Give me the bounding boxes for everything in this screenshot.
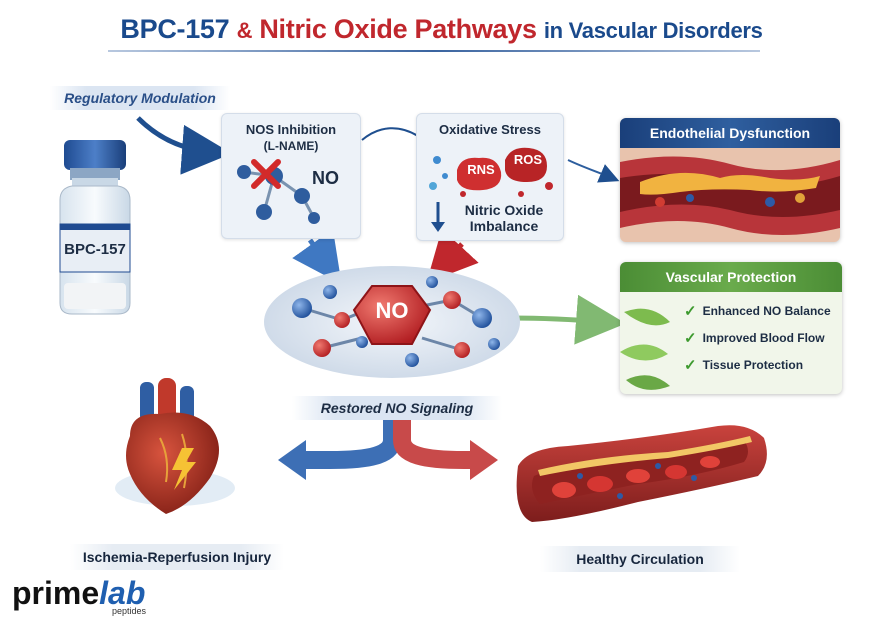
nos-to-oxidative-arc-icon xyxy=(361,127,419,141)
split-right-arrow-icon xyxy=(393,420,476,469)
bpc157-vial-icon xyxy=(59,140,131,315)
vial-label: BPC-157 xyxy=(64,241,126,258)
title-vascular: in Vascular Disorders xyxy=(543,18,763,43)
split-left-arrow-icon xyxy=(300,420,401,469)
split-left-arrow-head-icon xyxy=(278,440,306,480)
protection-item: ✓Enhanced NO Balance xyxy=(684,303,831,320)
primelab-logo: primelab xyxy=(12,577,145,609)
nos-title: NOS Inhibition xyxy=(245,122,337,137)
title-bpc: BPC-157 xyxy=(120,14,230,44)
center-no-label: NO xyxy=(375,298,409,323)
vascular-protection-card: Vascular Protection ✓Enhanced NO Balance… xyxy=(620,262,842,394)
regulatory-modulation-label: Regulatory Modulation xyxy=(50,86,230,110)
healthy-caption: Healthy Circulation xyxy=(540,546,740,572)
imbalance-label: Nitric Oxide Imbalance xyxy=(449,202,559,234)
ros-label: ROS xyxy=(513,152,543,167)
nos-no-label: NO xyxy=(312,168,339,188)
oxidative-to-endothelial-arrow-icon xyxy=(567,159,620,183)
regulatory-arrow-icon xyxy=(136,116,232,175)
imbalance-line2: Imbalance xyxy=(469,218,539,234)
check-icon: ✓ xyxy=(684,303,697,320)
blood-vessel-icon xyxy=(516,425,767,522)
protection-item: ✓Improved Blood Flow xyxy=(684,330,825,347)
check-icon: ✓ xyxy=(684,357,697,374)
imbalance-line1: Nitric Oxide xyxy=(464,202,544,218)
logo-lab: lab xyxy=(99,575,146,611)
page-title: BPC-157 & Nitric Oxide Pathways in Vascu… xyxy=(0,14,883,45)
split-right-arrow-head-icon xyxy=(470,440,498,480)
check-icon: ✓ xyxy=(684,330,697,347)
center-no-molecule-icon xyxy=(264,266,520,378)
rns-ros-particles-icon xyxy=(429,147,553,197)
protection-title: Vascular Protection xyxy=(620,262,842,292)
logo-peptides: peptides xyxy=(112,606,147,616)
heart-icon xyxy=(115,378,235,514)
restored-signaling-label: Restored NO Signaling xyxy=(292,396,502,420)
center-to-protection-arrow-icon xyxy=(511,294,626,345)
oxidative-title: Oxidative Stress xyxy=(439,122,541,137)
nos-to-center-arrow-icon xyxy=(292,229,342,285)
protection-item: ✓Tissue Protection xyxy=(684,357,804,374)
down-arrow-icon xyxy=(431,202,445,232)
title-amp: & xyxy=(236,18,253,43)
logo-prime: prime xyxy=(12,575,100,611)
endothelial-title: Endothelial Dysfunction xyxy=(620,118,840,148)
title-no-pathways: Nitric Oxide Pathways xyxy=(259,14,537,44)
nos-inhibition-panel: NOS Inhibition (L-NAME) NO xyxy=(221,113,361,239)
leaf-icon xyxy=(620,308,670,390)
ischemia-caption: Ischemia-Reperfusion Injury xyxy=(70,544,284,570)
rns-label: RNS xyxy=(467,162,495,177)
oxidative-stress-panel: Oxidative Stress RNS ROS Nitric Oxide Im… xyxy=(416,113,564,241)
nos-subtitle: (L-NAME) xyxy=(263,139,319,153)
oxidative-to-center-arrow-icon xyxy=(426,228,479,283)
title-divider xyxy=(108,50,760,52)
x-mark-icon xyxy=(251,159,281,189)
endothelial-dysfunction-card: Endothelial Dysfunction xyxy=(620,118,840,242)
damaged-vessel-icon xyxy=(620,148,840,242)
protection-list: ✓Enhanced NO Balance ✓Improved Blood Flo… xyxy=(684,302,842,374)
